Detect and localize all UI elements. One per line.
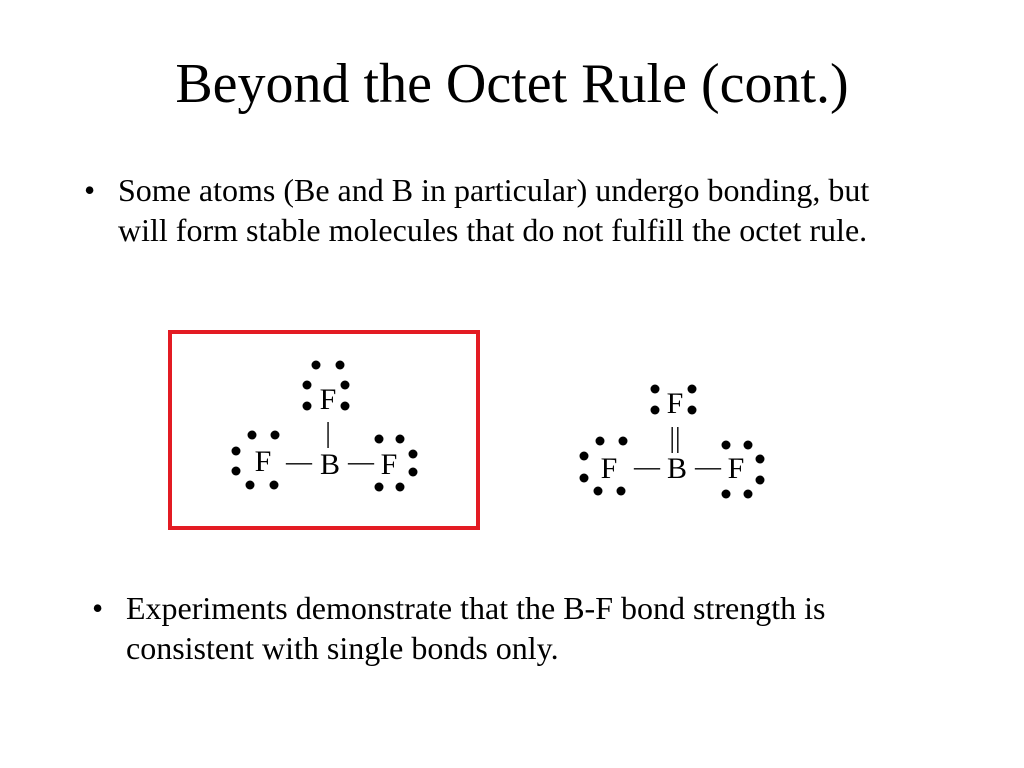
bullet-item-2: • Experiments demonstrate that the B-F b… — [92, 588, 892, 668]
bullet-item-1: • Some atoms (Be and B in particular) un… — [84, 170, 884, 250]
atom-boron: B — [667, 452, 687, 485]
atom-fluorine-right: F — [728, 452, 745, 485]
lone-pair-dots — [579, 384, 765, 499]
lewis-structure-double-bond: F || F — B — F — [579, 384, 765, 499]
atom-fluorine-left: F — [255, 445, 272, 478]
bond-right: — — [347, 447, 375, 476]
bond-left: — — [633, 452, 661, 481]
atom-fluorine-right: F — [381, 448, 398, 481]
lone-pair-dots — [231, 360, 418, 492]
bullet-text: Some atoms (Be and B in particular) unde… — [118, 172, 870, 248]
bond-vertical-double: || — [669, 423, 680, 454]
atom-boron: B — [320, 448, 340, 481]
slide-title: Beyond the Octet Rule (cont.) — [175, 53, 849, 115]
bullet-text: Experiments demonstrate that the B-F bon… — [126, 590, 826, 666]
bullet-marker: • — [84, 172, 96, 208]
bond-left: — — [285, 447, 313, 476]
bond-vertical: | — [325, 418, 331, 449]
bullet-marker: • — [92, 590, 104, 626]
highlight-box — [168, 330, 480, 530]
atom-fluorine-top: F — [320, 383, 337, 416]
lewis-structure-single-bonds: F | F — B — F — [168, 330, 480, 530]
bond-right: — — [694, 452, 722, 481]
atom-fluorine-top: F — [667, 387, 684, 420]
atom-fluorine-left: F — [601, 452, 618, 485]
